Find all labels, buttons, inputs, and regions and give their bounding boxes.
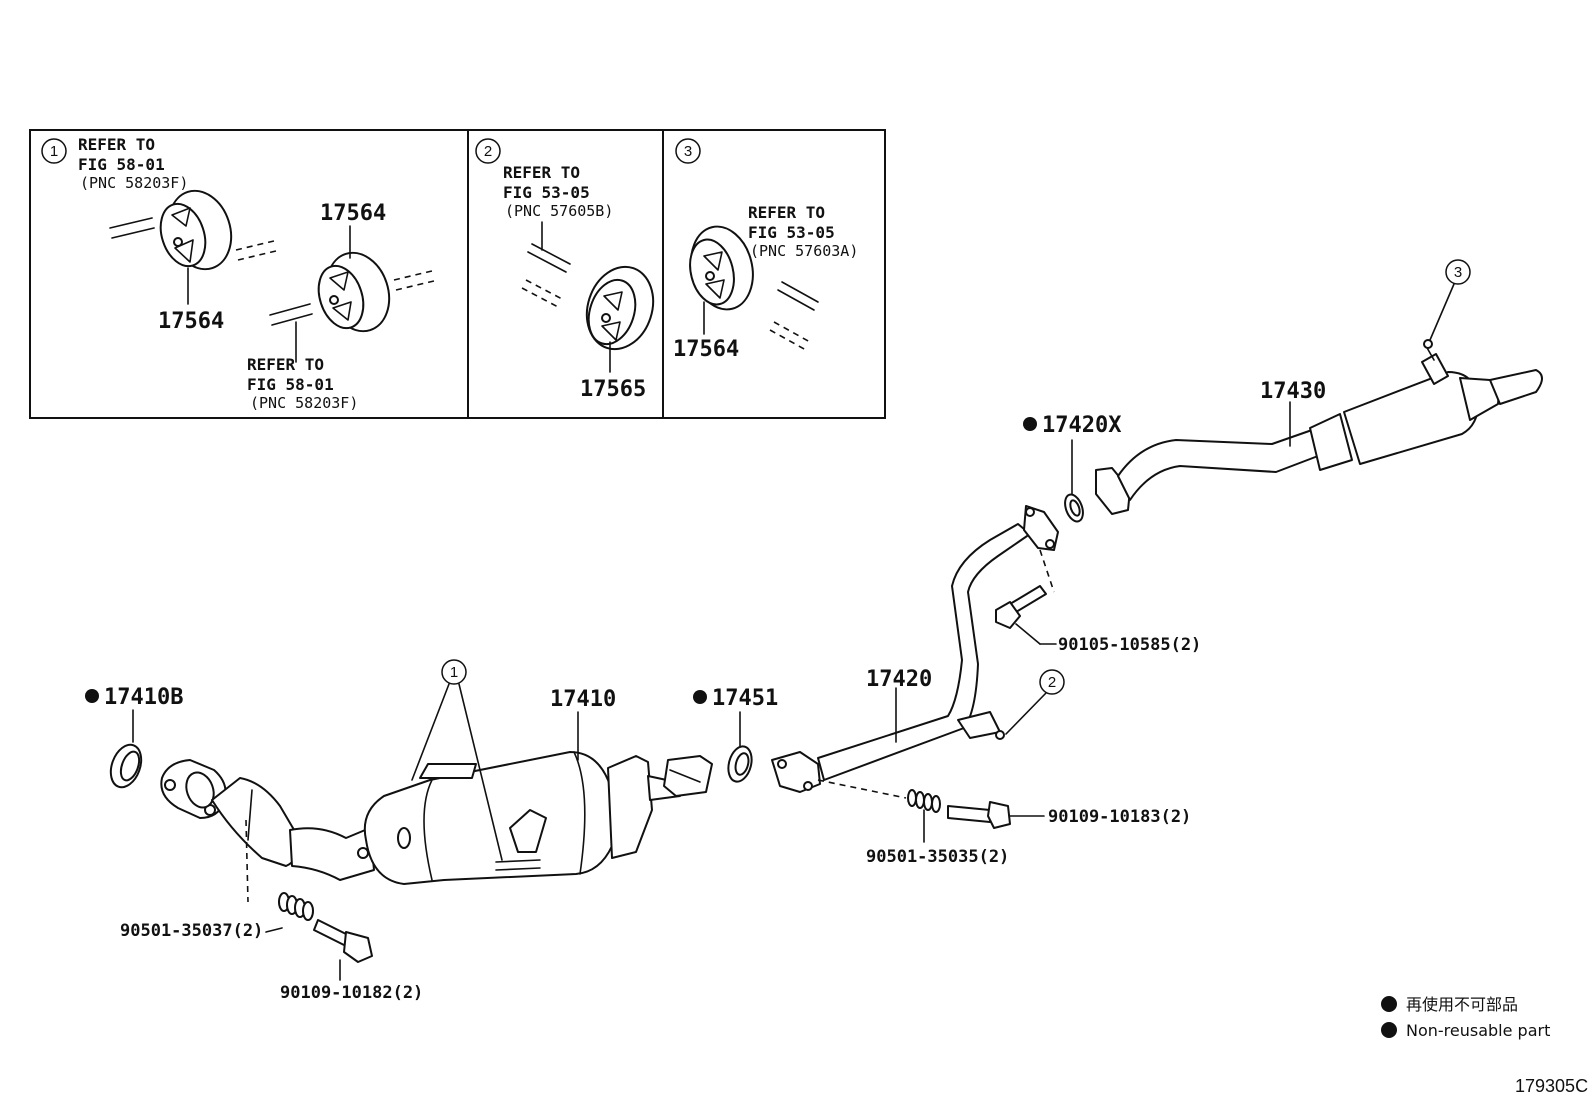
inset-2-refer-line2: FIG 53-05 (503, 183, 590, 202)
bolt-icon (313, 919, 373, 963)
compression-spring-icon (278, 892, 314, 921)
rubber-hanger-icon (689, 225, 754, 311)
tail-pipe-muffler (1095, 339, 1543, 515)
inset-1-number: 1 (50, 143, 58, 160)
part-number-90501-35037: 90501-35037(2) (120, 921, 263, 941)
inset-3-number: 3 (684, 143, 692, 160)
part-number-17410B: 17410B (104, 685, 183, 710)
part-number-90109-10182: 90109-10182(2) (280, 983, 423, 1003)
figure-code: 179305C (1515, 1076, 1588, 1096)
part-number-17564-b: 17564 (320, 201, 386, 226)
hanger-pin-icon (769, 321, 811, 351)
part-number-17420X: 17420X (1042, 413, 1121, 438)
callout-3: 3 (1429, 259, 1471, 341)
inset-box-3: 3 REFER TO FIG 53-05 (PNC 57603A) 17564 (673, 138, 858, 362)
non-reusable-dot-icon (1381, 1022, 1397, 1038)
legend-japanese: 再使用不可部品 (1406, 995, 1518, 1014)
callout-2-number: 2 (1048, 674, 1056, 691)
callout-1: 1 (411, 659, 503, 861)
hanger-pin-icon (235, 239, 281, 261)
gasket-mid: 17451 (693, 686, 778, 783)
rubber-hanger-icon (317, 251, 391, 333)
inset-panel (29, 129, 886, 419)
callout-3-number: 3 (1454, 264, 1462, 281)
inset-3-refer-line2: FIG 53-05 (748, 223, 835, 242)
part-number-90109-10183: 90109-10183(2) (1048, 807, 1191, 827)
hanger-pin-icon (777, 281, 819, 311)
callout-1-number: 1 (450, 664, 458, 681)
inset-1-refer-bottom-pnc: (PNC 58203F) (250, 394, 358, 412)
inset-2-refer-pnc: (PNC 57605B) (505, 202, 613, 220)
inset-3-refer-pnc: (PNC 57603A) (750, 242, 858, 260)
part-number-90105-10585: 90105-10585(2) (1058, 635, 1201, 655)
front-bolt-assembly: 90501-35037(2) 90109-10182(2) (120, 819, 423, 1003)
compression-spring-icon (907, 789, 941, 813)
non-reusable-dot-icon (1381, 996, 1397, 1012)
bolt-icon (995, 585, 1047, 629)
inset-3-refer-line1: REFER TO (748, 203, 825, 222)
bolt-icon (947, 801, 1011, 829)
part-number-17410: 17410 (550, 687, 616, 712)
inset-box-2: 2 REFER TO FIG 53-05 (PNC 57605B) 17565 (475, 138, 655, 402)
part-number-17451: 17451 (712, 686, 778, 711)
part-number-17564-c: 17564 (673, 337, 739, 362)
inset-1-refer-top-line1: REFER TO (78, 135, 155, 154)
part-number-90501-35035: 90501-35035(2) (866, 847, 1009, 867)
hanger-pin-icon (393, 269, 439, 291)
mid-bolt-assembly: 90109-10183(2) 90501-35035(2) (817, 779, 1191, 867)
catalytic-converter (160, 751, 713, 885)
inset-1-refer-bottom-line2: FIG 58-01 (247, 375, 334, 394)
rubber-hanger-icon (585, 265, 655, 351)
gasket-rear: 17420X (1023, 413, 1121, 523)
inset-2-refer-line1: REFER TO (503, 163, 580, 182)
inset-1-refer-top-line2: FIG 58-01 (78, 155, 165, 174)
hanger-pin-icon (527, 243, 571, 273)
gasket-front: 17410B (85, 685, 183, 789)
legend: 再使用不可部品 Non-reusable part (1381, 995, 1550, 1040)
inset-2-number: 2 (484, 143, 492, 160)
hanger-pin-icon (521, 279, 565, 309)
part-number-17564-a: 17564 (158, 309, 224, 334)
inset-box-1: 1 REFER TO FIG 58-01 (PNC 58203F) 17564 … (41, 135, 439, 412)
hanger-pin-icon (109, 217, 155, 239)
rubber-hanger-icon (159, 189, 233, 271)
callout-2: 2 (1005, 669, 1065, 735)
part-number-17420: 17420 (866, 667, 932, 692)
non-reusable-dot-icon (693, 690, 707, 704)
center-exhaust-pipe (771, 505, 1059, 793)
part-number-17430: 17430 (1260, 379, 1326, 404)
rear-bolt-assembly: 90105-10585(2) (995, 549, 1201, 655)
part-number-17565: 17565 (580, 377, 646, 402)
inset-1-refer-bottom-line1: REFER TO (247, 355, 324, 374)
inset-1-refer-top-pnc: (PNC 58203F) (80, 174, 188, 192)
hanger-pin-icon (269, 303, 313, 326)
non-reusable-dot-icon (85, 689, 99, 703)
non-reusable-dot-icon (1023, 417, 1037, 431)
legend-english: Non-reusable part (1406, 1021, 1550, 1040)
